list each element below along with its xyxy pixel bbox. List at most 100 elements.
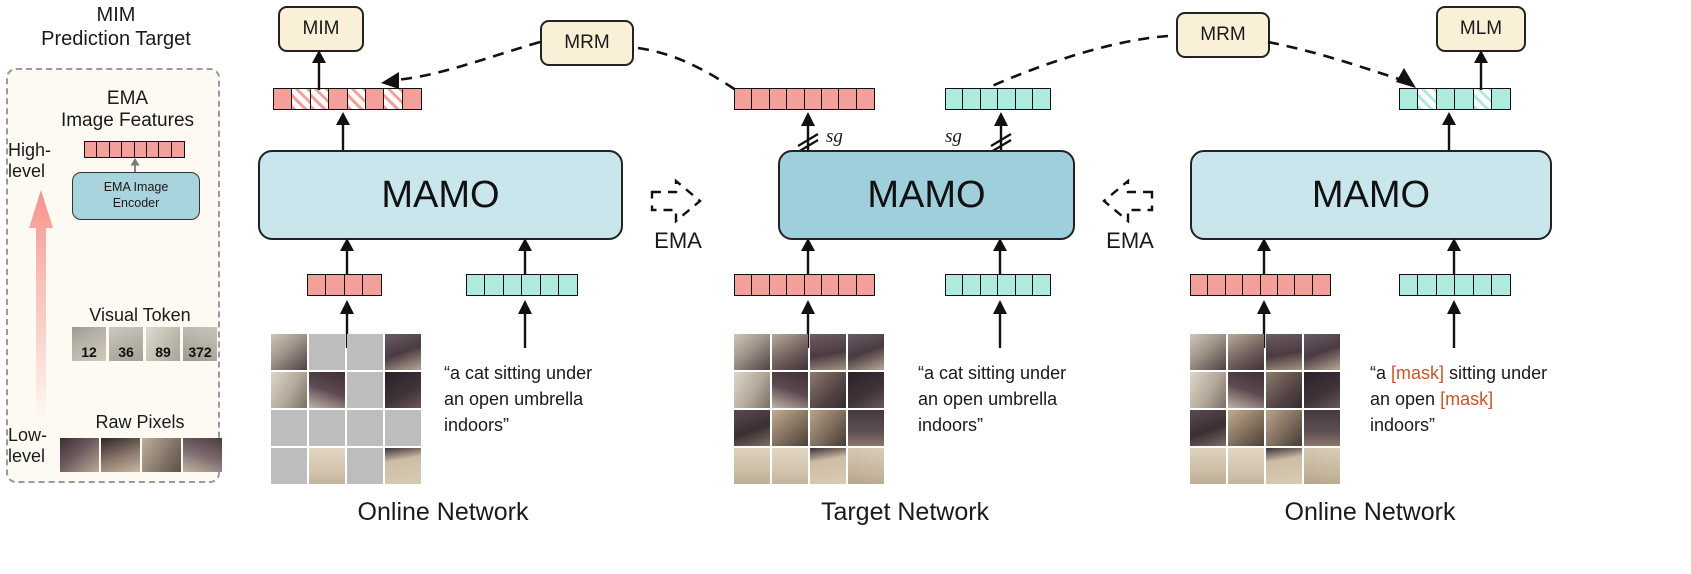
image-patch [810, 410, 846, 446]
ema-image-features-strip [84, 141, 185, 158]
caption-line: indoors” [444, 415, 510, 436]
online-right-input-text-token-strip [1399, 274, 1512, 296]
image-patch [1190, 410, 1226, 446]
image-patch [1304, 334, 1340, 370]
online-right-network-label: Online Network [1284, 498, 1456, 526]
caption-text: an open [1370, 389, 1441, 410]
image-patch [385, 334, 421, 370]
sg-label-image: sg [826, 126, 843, 147]
raw-pixels-label: Raw Pixels [95, 412, 185, 432]
raw-pixel-patch [60, 438, 99, 472]
target-image-patches [734, 334, 884, 484]
target-input-image-token-strip [734, 274, 875, 296]
online-right-caption: “a [mask] sitting under an open [mask] i… [1370, 360, 1600, 438]
image-patch [734, 372, 770, 408]
caption-line: an open [mask] [1370, 386, 1600, 412]
raw-pixel-patch [142, 438, 181, 472]
masked-patch [347, 410, 383, 446]
image-patch [734, 334, 770, 370]
image-patch [271, 334, 307, 370]
mask-token: [mask] [1391, 363, 1445, 383]
image-patch [385, 448, 421, 484]
image-patch [734, 448, 770, 484]
image-patch [848, 448, 884, 484]
visual-token-id: 12 [81, 344, 97, 360]
image-patch [810, 372, 846, 408]
mim-head-box[interactable]: MIM [278, 6, 364, 52]
low-level-label: Low- level [8, 425, 48, 467]
image-patch [309, 372, 345, 408]
image-patch [772, 410, 808, 446]
image-patch [1266, 410, 1302, 446]
visual-token-label: Visual Token [89, 305, 191, 325]
online-left-caption: “a cat sitting under an open umbrella in… [444, 360, 644, 438]
visual-token-id: 89 [155, 344, 171, 360]
image-patch [734, 410, 770, 446]
image-patch [1266, 334, 1302, 370]
online-left-input-image-token-strip [307, 274, 383, 296]
caption-line: “a [mask] sitting under [1370, 360, 1600, 386]
visual-token-patch: 89 [146, 327, 180, 361]
online-right-image-patches [1190, 334, 1340, 484]
raw-pixel-patch [183, 438, 222, 472]
masked-patch [271, 448, 307, 484]
image-patch [810, 334, 846, 370]
masked-patch [347, 372, 383, 408]
online-left-network-label: Online Network [357, 498, 529, 526]
mamo-box-target[interactable]: MAMO [778, 150, 1075, 240]
ema-image-encoder-box: EMA Image Encoder [72, 172, 200, 220]
target-output-text-token-strip [945, 88, 1052, 110]
target-network-label: Target Network [820, 498, 990, 526]
caption-line: an open umbrella [444, 389, 584, 410]
mamo-box-online-right[interactable]: MAMO [1190, 150, 1552, 240]
image-patch [1228, 448, 1264, 484]
target-output-image-token-strip [734, 88, 875, 110]
masked-patch [309, 334, 345, 370]
visual-token-id: 36 [118, 344, 134, 360]
image-patch [1228, 410, 1264, 446]
image-patch [772, 372, 808, 408]
image-patch [1304, 372, 1340, 408]
image-patch [772, 334, 808, 370]
masked-patch [385, 410, 421, 446]
image-patch [1266, 448, 1302, 484]
mrm-head-box-left[interactable]: MRM [540, 20, 634, 66]
caption-line: “a cat sitting under [918, 363, 1067, 383]
image-patch [1228, 334, 1264, 370]
caption-line: “a cat sitting under [444, 363, 593, 383]
caption-text: “a [1370, 363, 1392, 383]
online-right-output-text-token-strip [1399, 88, 1512, 110]
target-input-text-token-strip [945, 274, 1052, 296]
raw-pixel-patch [101, 438, 140, 472]
ema-arrow-left [648, 176, 704, 226]
online-left-output-image-token-strip [273, 88, 422, 110]
image-patch [1190, 448, 1226, 484]
image-patch [1190, 334, 1226, 370]
raw-pixels-row [60, 438, 222, 472]
mlm-head-box[interactable]: MLM [1436, 6, 1526, 52]
online-left-masked-image-patches [271, 334, 421, 484]
image-patch [810, 448, 846, 484]
image-patch [309, 448, 345, 484]
visual-token-patch: 36 [109, 327, 143, 361]
image-patch [1228, 372, 1264, 408]
masked-patch [347, 448, 383, 484]
target-caption: “a cat sitting under an open umbrella in… [918, 360, 1118, 438]
visual-token-row: 12 36 89 372 [72, 327, 217, 361]
masked-patch [271, 410, 307, 446]
ema-arrow-right [1100, 176, 1156, 226]
sg-label-text: sg [945, 126, 962, 147]
high-level-label: High- level [8, 140, 52, 182]
online-left-input-text-token-strip [466, 274, 579, 296]
image-patch [385, 372, 421, 408]
image-patch [1304, 410, 1340, 446]
mrm-head-box-right[interactable]: MRM [1176, 12, 1270, 58]
caption-text: sitting under [1444, 363, 1548, 383]
image-patch [772, 448, 808, 484]
caption-line: indoors” [918, 415, 984, 436]
mamo-box-online-left[interactable]: MAMO [258, 150, 623, 240]
online-right-input-image-token-strip [1190, 274, 1331, 296]
image-patch [848, 372, 884, 408]
image-patch [848, 334, 884, 370]
